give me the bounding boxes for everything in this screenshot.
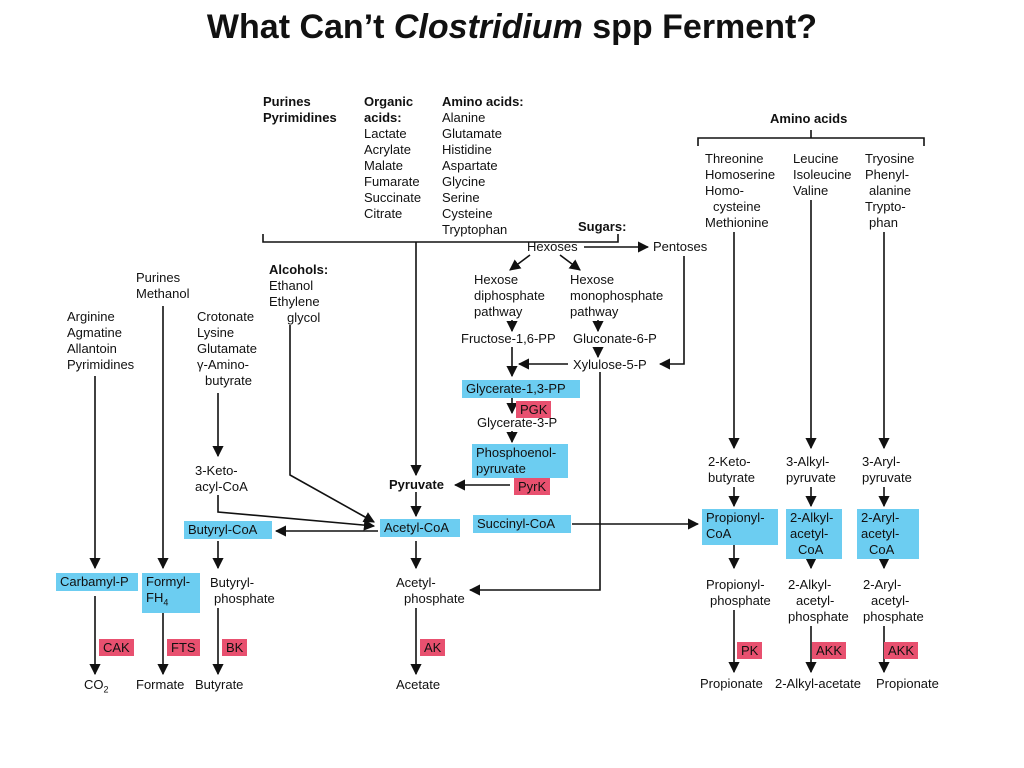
propionyl-coa-box: Propionyl-CoA <box>702 509 778 545</box>
2-alkyl-acetate-product: 2-Alkyl-acetate <box>775 676 861 691</box>
sugars-label: Sugars: <box>578 219 627 234</box>
2-keto-butyrate-node: 2-Keto-butyrate <box>708 454 755 485</box>
3-alkyl-pyruvate-node: 3-Alkyl-pyruvate <box>786 454 836 485</box>
propionate-product-2: Propionate <box>876 676 939 691</box>
butyryl-phosphate-node: Butyryl-phosphate <box>210 575 275 606</box>
butyrate-product: Butyrate <box>195 677 244 692</box>
bk-enzyme: BK <box>222 639 248 656</box>
pep-box: Phosphoenol-pyruvate <box>472 444 568 478</box>
2-alkyl-acetyl-coa-box: 2-Alkyl-acetyl-CoA <box>786 509 842 559</box>
formyl-fh4-box: Formyl-FH4 <box>142 573 200 613</box>
co2-product: CO2 <box>84 677 109 695</box>
pentoses-node: Pentoses <box>653 239 708 254</box>
hexoses-node: Hexoses <box>527 239 578 254</box>
acetyl-coa-box: Acetyl-CoA <box>380 519 460 537</box>
succinyl-coa-box: Succinyl-CoA <box>473 515 571 533</box>
page-title: What Can’t Clostridium spp Ferment? <box>206 8 818 46</box>
formate-product: Formate <box>136 677 185 692</box>
pk-enzyme: PK <box>737 642 763 659</box>
acetyl-phosphate-node: Acetyl-phosphate <box>396 575 465 606</box>
akk-enzyme-1: AKK <box>812 642 847 659</box>
fts-enzyme: FTS <box>167 639 200 656</box>
butyryl-coa-box: Butyryl-CoA <box>184 521 272 539</box>
2-alkyl-acetyl-phosphate-node: 2-Alkyl-acetyl-phosphate <box>788 577 849 624</box>
right-amino-acids-header: Amino acids <box>770 111 848 126</box>
pyruvate-node: Pyruvate <box>389 477 444 492</box>
akk-enzyme-2: AKK <box>884 642 919 659</box>
3-keto-acyl-coa-node: 3-Keto-acyl-CoA <box>195 463 248 494</box>
glycerate-3p-node: Glycerate-3-P <box>477 415 558 430</box>
gluconate-node: Gluconate-6-P <box>573 331 657 346</box>
ak-enzyme: AK <box>420 639 446 656</box>
propionate-product-1: Propionate <box>700 676 763 691</box>
fructose-node: Fructose-1,6-PP <box>461 331 556 346</box>
2-aryl-acetyl-coa-box: 2-Aryl-acetyl-CoA <box>857 509 919 559</box>
glycerate-13-box: Glycerate-1,3-PP <box>462 380 580 398</box>
propionyl-phosphate-node: Propionyl-phosphate <box>706 577 771 608</box>
2-aryl-acetyl-phosphate-node: 2-Aryl-acetyl-phosphate <box>863 577 924 624</box>
acetate-product: Acetate <box>396 677 441 692</box>
cak-enzyme: CAK <box>99 639 134 656</box>
3-aryl-pyruvate-node: 3-Aryl-pyruvate <box>862 454 912 485</box>
carbamyl-p-box: Carbamyl-P <box>56 573 138 591</box>
pyrk-enzyme: PyrK <box>514 478 551 495</box>
pgk-enzyme: PGK <box>516 401 552 418</box>
xylulose-node: Xylulose-5-P <box>573 357 647 372</box>
